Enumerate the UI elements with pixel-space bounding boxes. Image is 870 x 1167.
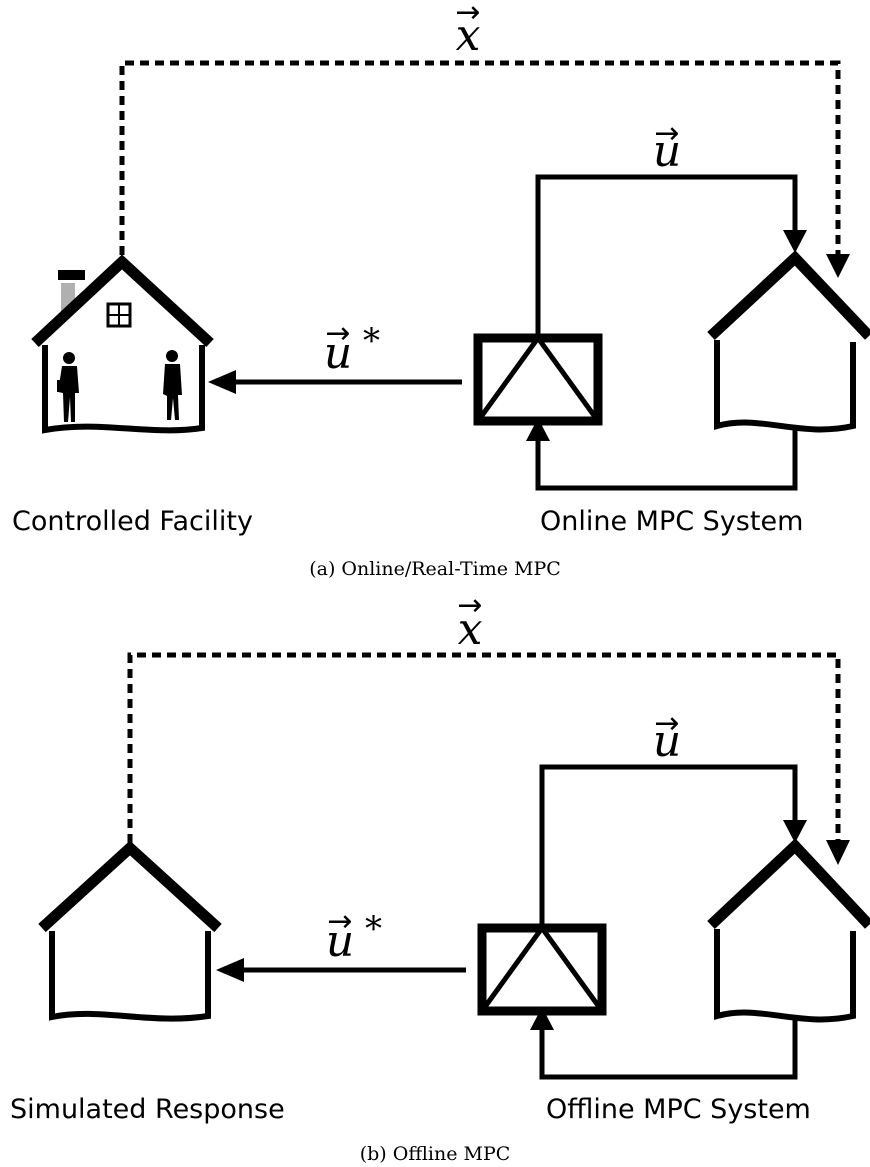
optimizer-block-icon xyxy=(477,923,607,1016)
state-symbol: x xyxy=(458,604,483,655)
optimal-input-arrowhead xyxy=(208,370,236,394)
person-icon xyxy=(57,352,79,422)
state-feedback-line xyxy=(119,60,841,262)
left-system-label: Controlled Facility xyxy=(12,506,253,537)
model-output-line xyxy=(535,428,798,491)
simulated-house-body xyxy=(49,931,211,1022)
optimal-superscript: * xyxy=(363,321,380,361)
model-output-arrowhead xyxy=(526,418,550,441)
model-house-icon xyxy=(707,250,870,341)
optimizer-block-icon xyxy=(473,333,603,426)
input-symbol: u xyxy=(653,126,681,177)
panel-b: → x → u → u * Simul xyxy=(10,588,870,1165)
vector-arrow-accent: → xyxy=(654,706,679,741)
optimal-input-arrowhead xyxy=(216,958,244,982)
model-output-arrowhead xyxy=(530,1007,554,1030)
input-label: → u xyxy=(653,116,681,177)
vector-arrow-accent: → xyxy=(654,116,679,151)
optimal-input-symbol: u xyxy=(326,916,354,967)
optimal-input-label: → u * xyxy=(326,904,382,967)
input-line xyxy=(539,764,798,928)
chimney-cap xyxy=(58,270,85,280)
optimal-superscript: * xyxy=(365,909,382,949)
input-symbol: u xyxy=(653,716,681,767)
input-arrowhead xyxy=(783,230,807,253)
state-feedback-line xyxy=(127,652,841,848)
input-line xyxy=(535,174,798,338)
optimal-input-label: → u * xyxy=(324,316,380,379)
window-icon xyxy=(106,302,132,328)
right-system-label: Online MPC System xyxy=(540,506,803,537)
model-output-line xyxy=(539,1017,798,1080)
state-symbol: x xyxy=(456,10,481,61)
model-house-body xyxy=(714,929,856,1023)
simulated-house-icon xyxy=(38,840,222,933)
vector-arrow-accent: → xyxy=(325,316,350,351)
panel-caption: (a) Online/Real-Time MPC xyxy=(309,558,561,580)
panel-a: → x → u → u * xyxy=(12,0,870,580)
right-system-label: Offline MPC System xyxy=(546,1094,811,1125)
input-label: → u xyxy=(653,706,681,767)
optimal-input-symbol: u xyxy=(324,328,352,379)
state-arrowhead xyxy=(826,840,850,865)
facility-house-icon xyxy=(31,254,214,434)
state-label: → x xyxy=(457,588,482,655)
person-icon xyxy=(163,350,182,420)
model-house-icon xyxy=(707,838,870,930)
input-arrowhead xyxy=(783,820,807,843)
vector-arrow-accent: → xyxy=(457,588,482,623)
vector-arrow-accent: → xyxy=(455,0,480,30)
panel-caption: (b) Offline MPC xyxy=(360,1143,511,1165)
state-arrowhead xyxy=(826,254,850,278)
left-system-label: Simulated Response xyxy=(10,1094,285,1125)
state-label: → x xyxy=(455,0,480,61)
vector-arrow-accent: → xyxy=(327,904,352,939)
model-house-body xyxy=(714,340,856,433)
